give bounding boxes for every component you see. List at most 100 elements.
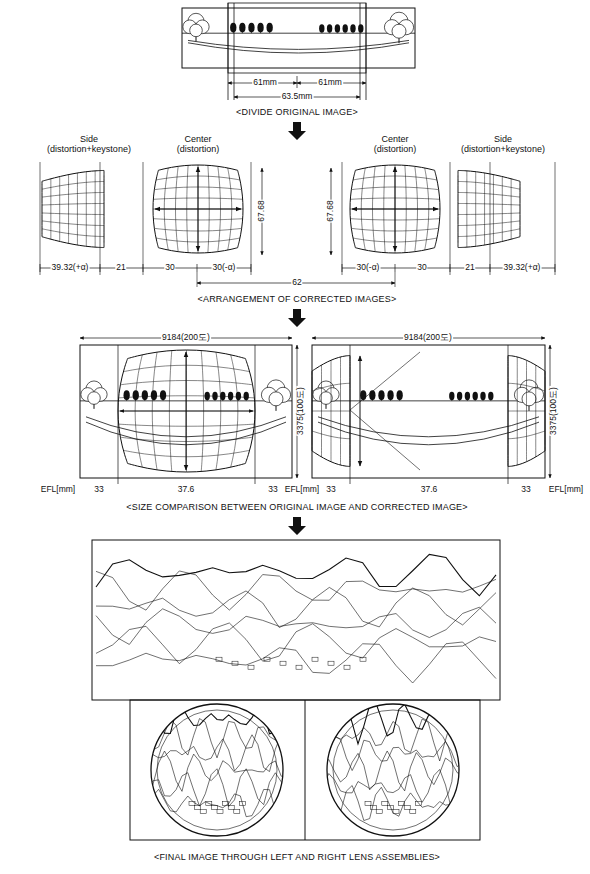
grid-figure (38, 162, 140, 256)
sketch-line (520, 181, 521, 236)
drawn-line (197, 264, 198, 272)
sketch-line (466, 171, 467, 247)
sketch-line (458, 229, 520, 237)
drawn-line (390, 399, 391, 400)
frame (248, 665, 254, 669)
drawn-line (451, 400, 452, 401)
sketch-line (96, 587, 496, 627)
drawn-line (197, 272, 198, 287)
drawn-line (381, 399, 382, 400)
drawn-line (483, 400, 484, 401)
dimension-label: 33 (325, 485, 336, 494)
small-tree (335, 24, 340, 32)
drawn-line (143, 264, 144, 272)
panel-heading: Center (distortion) (365, 132, 425, 155)
frame (80, 345, 292, 478)
small-tree (248, 23, 254, 33)
sketch-line (147, 703, 287, 734)
drawn-line (360, 3, 361, 100)
sketch-line (147, 789, 287, 825)
grid-figure (452, 162, 554, 256)
dimension-label: EFL[mm] (40, 485, 76, 494)
sketch-line (458, 181, 520, 189)
frame (264, 657, 270, 661)
sketch-line (96, 607, 496, 644)
dimension-label: 30 (164, 263, 175, 272)
frame (223, 802, 229, 806)
sketch-line (96, 554, 496, 595)
sketch-line (508, 451, 545, 467)
small-tree (465, 392, 470, 400)
original-image (182, 3, 415, 100)
sketch-line (42, 170, 104, 181)
dimension-label: 67.68 (326, 199, 335, 222)
small-tree (480, 392, 485, 400)
small-tree (228, 392, 233, 400)
small-tree (488, 392, 493, 400)
dimension-label: 3375(100도) (296, 386, 305, 436)
sketch-line (458, 192, 520, 197)
small-tree (397, 390, 403, 400)
drawn-line (353, 32, 354, 33)
sketch-line (68, 175, 69, 244)
sketch-line (458, 170, 459, 247)
frame (228, 3, 366, 73)
sketch-line (508, 411, 545, 412)
image-panel: Side (distortion+keystone) (38, 132, 140, 258)
lens-circle (151, 704, 283, 836)
drawn-line (321, 32, 322, 33)
small-tree (151, 390, 157, 400)
drawn-line (360, 356, 361, 466)
sketch-line (312, 451, 350, 467)
frame (410, 810, 416, 814)
sketch-line (312, 411, 350, 412)
sketch-line (59, 177, 60, 242)
sketch-line (493, 175, 494, 244)
tree (88, 392, 101, 405)
sketch-line (147, 719, 287, 758)
drawn-line (345, 32, 346, 33)
sketch-line (340, 357, 341, 465)
sketch-line (42, 181, 43, 236)
frame (376, 810, 382, 814)
sketch-line (475, 172, 476, 247)
drawn-line (475, 400, 476, 401)
figure-caption: <SIZE COMPARISON BETWEEN ORIGINAL IMAGE … (125, 503, 469, 513)
frame (382, 802, 388, 806)
sketch-line (458, 213, 520, 215)
drawn-line (234, 3, 235, 100)
frame (228, 806, 234, 810)
drawn-line (312, 400, 545, 401)
panel-heading: Side (distortion+keystone) (456, 132, 550, 155)
sketch-line (86, 172, 87, 247)
size-comparison (80, 338, 550, 484)
sketch-line (458, 221, 520, 226)
drawn-line (251, 264, 252, 272)
sketch-line (458, 170, 520, 181)
drawn-line (450, 264, 451, 272)
frame (387, 806, 393, 810)
sketch-line (350, 209, 440, 210)
drawn-line (120, 411, 253, 412)
dimension-label: 33 (93, 485, 104, 494)
small-tree (267, 23, 273, 33)
sketch-line (323, 702, 463, 744)
frame (344, 665, 350, 669)
sketch-line (95, 171, 96, 247)
dimension-label: 39.32(+α) (51, 263, 90, 272)
dimension-label: 67.68 (257, 199, 266, 222)
drawn-line (143, 162, 144, 275)
flow-arrow (288, 122, 306, 140)
dimension-label: 21 (464, 263, 475, 272)
grid-figure (342, 162, 448, 256)
small-tree (473, 392, 478, 400)
drawn-line (342, 264, 343, 272)
drawn-line (305, 700, 306, 840)
sketch-line (42, 192, 104, 197)
small-tree (327, 24, 332, 32)
frame (200, 810, 206, 814)
sketch-line (535, 365, 536, 457)
lens-rim (333, 710, 453, 830)
frame (217, 810, 223, 814)
sketch-line (511, 179, 512, 239)
